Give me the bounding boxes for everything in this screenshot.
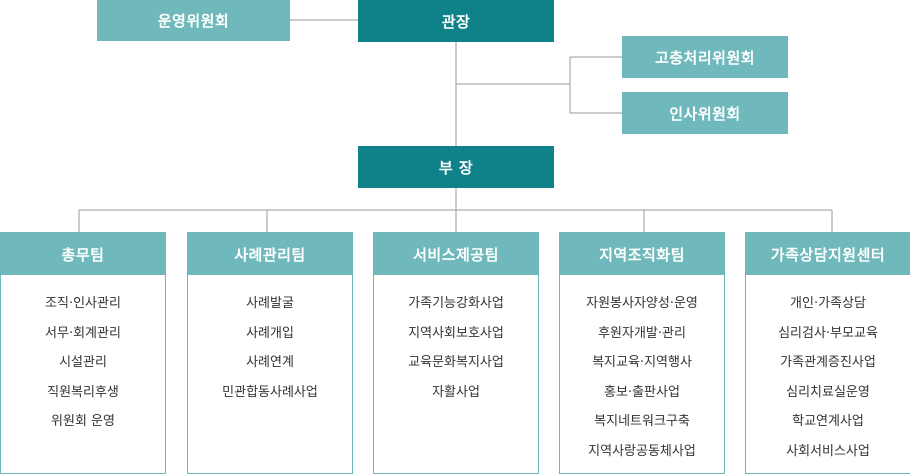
team-duty: 심리치료실운영 [786, 384, 870, 400]
team-case-management: 사례관리팀 사례발굴 사례개입 사례연계 민관합동사례사업 [187, 232, 353, 474]
director-box: 관장 [358, 0, 554, 42]
team-duty: 지역사랑공동체사업 [588, 443, 696, 459]
team-duty: 직원복리후생 [47, 384, 119, 400]
team-duty: 위원회 운영 [51, 414, 115, 429]
team-name: 지역조직화팀 [560, 233, 724, 275]
hr-committee-box: 인사위원회 [622, 92, 788, 134]
team-duty: 복지네트워크구축 [594, 414, 690, 429]
team-duty: 민관합동사례사업 [222, 384, 318, 400]
team-duty: 자활사업 [432, 384, 480, 400]
team-family-counseling-center: 가족상담지원센터 개인·가족상담 심리검사·부모교육 가족관계증진사업 심리치료… [745, 232, 910, 474]
team-duty: 서무·회계관리 [45, 325, 121, 341]
operating-committee-box: 운영위원회 [97, 0, 290, 41]
team-duties: 가족기능강화사업 지역사회보호사업 교육문화복지사업 자활사업 [374, 275, 538, 407]
team-name: 사례관리팀 [188, 233, 352, 275]
grievance-committee-label: 고충처리위원회 [654, 48, 756, 67]
team-name: 총무팀 [1, 233, 165, 275]
team-duty: 복지교육·지역행사 [592, 355, 692, 370]
team-duties: 개인·가족상담 심리검사·부모교육 가족관계증진사업 심리치료실운영 학교연계사… [746, 275, 910, 466]
deputy-box: 부 장 [358, 146, 554, 188]
team-duty: 홍보·출판사업 [604, 384, 680, 400]
operating-committee-label: 운영위원회 [157, 12, 230, 30]
team-name: 가족상담지원센터 [746, 233, 910, 275]
team-name: 서비스제공팀 [374, 233, 538, 275]
team-duties: 조직·인사관리 서무·회계관리 시설관리 직원복리후생 위원회 운영 [1, 275, 165, 437]
team-duty: 자원봉사자양성·운영 [586, 296, 698, 311]
team-duty: 조직·인사관리 [45, 296, 121, 311]
team-duty: 시설관리 [59, 355, 107, 370]
team-duties: 자원봉사자양성·운영 후원자개발·관리 복지교육·지역행사 홍보·출판사업 복지… [560, 275, 724, 466]
deputy-label: 부 장 [438, 158, 474, 177]
team-duty: 사회서비스사업 [786, 443, 870, 459]
team-duty: 사례연계 [246, 355, 294, 370]
team-duty: 사례발굴 [246, 296, 294, 311]
grievance-committee-box: 고충처리위원회 [622, 36, 788, 78]
director-label: 관장 [441, 12, 471, 31]
team-duty: 사례개입 [246, 325, 294, 341]
team-duty: 학교연계사업 [792, 414, 864, 429]
team-duty: 개인·가족상담 [790, 296, 866, 311]
hr-committee-label: 인사위원회 [669, 104, 741, 123]
team-duty: 가족관계증진사업 [780, 355, 876, 370]
team-community-organizing: 지역조직화팀 자원봉사자양성·운영 후원자개발·관리 복지교육·지역행사 홍보·… [559, 232, 725, 474]
team-duty: 후원자개발·관리 [598, 325, 686, 341]
team-duty: 가족기능강화사업 [408, 296, 504, 311]
team-general-affairs: 총무팀 조직·인사관리 서무·회계관리 시설관리 직원복리후생 위원회 운영 [0, 232, 166, 474]
team-duty: 교육문화복지사업 [408, 355, 504, 370]
team-duty: 지역사회보호사업 [408, 325, 504, 341]
team-service-provision: 서비스제공팀 가족기능강화사업 지역사회보호사업 교육문화복지사업 자활사업 [373, 232, 539, 474]
team-duty: 심리검사·부모교육 [778, 325, 878, 341]
team-duties: 사례발굴 사례개입 사례연계 민관합동사례사업 [188, 275, 352, 407]
